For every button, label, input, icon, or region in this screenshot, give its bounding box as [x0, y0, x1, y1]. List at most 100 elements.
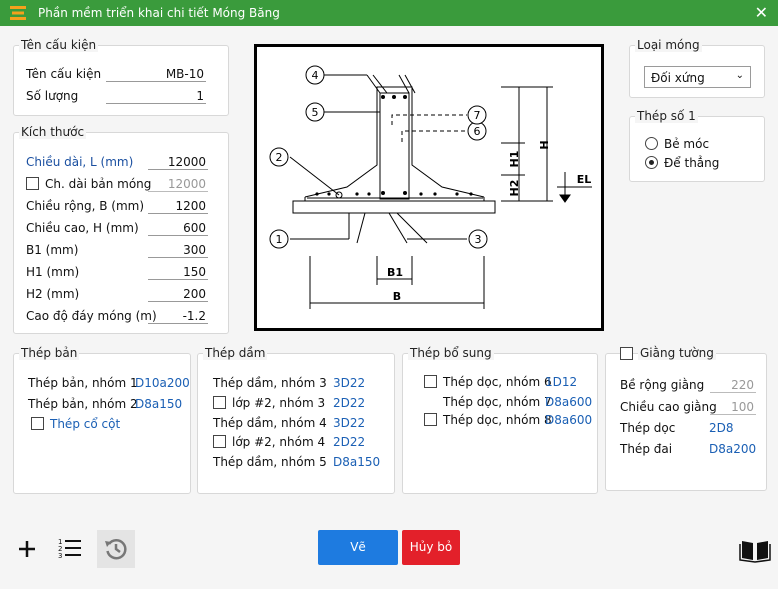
- callout-2: 2: [276, 151, 283, 164]
- h2-field[interactable]: 200: [148, 286, 208, 302]
- group-legend: Thép số 1: [635, 109, 698, 123]
- callout-3: 3: [475, 233, 482, 246]
- height-field[interactable]: 600: [148, 220, 208, 236]
- h1-label: H1 (mm): [26, 265, 80, 279]
- thep-co-cot-link[interactable]: Thép cổ cột: [50, 417, 121, 431]
- dim-h-label: H: [538, 140, 551, 149]
- thep-dam-4-value[interactable]: 3D22: [333, 416, 366, 430]
- height-label: Chiều cao, H (mm): [26, 221, 139, 235]
- close-icon[interactable]: ✕: [754, 3, 768, 22]
- group-legend: Thép bản: [19, 346, 80, 360]
- slab-length-checkbox[interactable]: [26, 177, 39, 190]
- lop2-nhom4-checkbox[interactable]: [213, 435, 226, 448]
- group-legend: Loại móng: [635, 38, 702, 52]
- width-label: Chiều rộng, B (mm): [26, 199, 145, 213]
- lop2-nhom3-label: lớp #2, nhóm 3: [232, 396, 326, 410]
- window-title: Phần mềm triển khai chi tiết Móng Băng: [38, 6, 280, 20]
- group-legend: Tên cấu kiện: [19, 38, 99, 52]
- svg-text:3: 3: [58, 552, 62, 560]
- callout-6: 6: [474, 125, 481, 138]
- slab-length-field: 12000: [148, 176, 208, 192]
- thep-ban-2-label: Thép bản, nhóm 2: [28, 397, 138, 411]
- thep-ban-2-value[interactable]: D8a150: [135, 397, 183, 411]
- dim-b1-label: B1: [387, 266, 403, 279]
- b1-field[interactable]: 300: [148, 242, 208, 258]
- thep-dam-3-value[interactable]: 3D22: [333, 376, 366, 390]
- group-thep-ban: Thép bản Thép bản, nhóm 1 D10a200 Thép b…: [13, 346, 191, 494]
- callout-1: 1: [276, 233, 283, 246]
- dim-h1-label: H1: [508, 151, 521, 168]
- group-kich-thuoc: Kích thước Chiều dài, L (mm) 12000 Ch. d…: [13, 125, 229, 334]
- bottom-level-label: Cao độ đáy móng (m): [26, 309, 157, 323]
- thep-dam-5-value[interactable]: D8a150: [333, 455, 381, 469]
- lop2-nhom4-value[interactable]: 2D22: [333, 435, 366, 449]
- length-field[interactable]: 12000: [148, 154, 208, 170]
- foundation-type-select[interactable]: Đối xứng ⌄: [644, 66, 751, 88]
- lop2-nhom3-value[interactable]: 2D22: [333, 396, 366, 410]
- thep-doc-6-label: Thép dọc, nhóm 6: [443, 375, 552, 389]
- giang-width-label: Bề rộng giằng: [620, 378, 705, 392]
- thep-co-cot-checkbox[interactable]: [31, 417, 44, 430]
- thep-doc-7-label: Thép dọc, nhóm 7: [443, 395, 552, 409]
- giang-dai-value[interactable]: D8a200: [709, 442, 757, 456]
- svg-text:1: 1: [58, 538, 62, 546]
- radio-de-thang[interactable]: [645, 156, 658, 169]
- lop2-nhom4-label: lớp #2, nhóm 4: [232, 435, 326, 449]
- book-icon[interactable]: [736, 530, 774, 568]
- giang-width-field: 220: [710, 377, 756, 393]
- history-icon[interactable]: [97, 530, 135, 568]
- h2-label: H2 (mm): [26, 287, 80, 301]
- dim-b-label: B: [393, 290, 401, 303]
- giang-height-field: 100: [710, 399, 756, 415]
- thep-dam-3-label: Thép dầm, nhóm 3: [213, 376, 327, 390]
- slab-length-label: Ch. dài bản móng: [45, 177, 152, 191]
- dim-h2-label: H2: [508, 180, 521, 197]
- group-thep-so-1: Thép số 1 Bẻ móc Để thẳng: [629, 109, 765, 182]
- group-thep-bo-sung: Thép bổ sung Thép dọc, nhóm 6 1D12 Thép …: [402, 346, 598, 494]
- thep-doc-6-checkbox[interactable]: [424, 375, 437, 388]
- thep-doc-7-value[interactable]: D8a600: [545, 395, 593, 409]
- group-giang-tuong: Giằng tường Bề rộng giằng 220 Chiều cao …: [605, 346, 767, 491]
- foundation-diagram: 1 2 3 4 5 6 7 B1 B H H1 H2 EL: [254, 44, 604, 331]
- giang-doc-value[interactable]: 2D8: [709, 421, 734, 435]
- thep-dam-4-label: Thép dầm, nhóm 4: [213, 416, 327, 430]
- thep-doc-8-value[interactable]: D8a600: [545, 413, 593, 427]
- group-ten-cau-kien: Tên cấu kiện Tên cấu kiện MB-10 Số lượng…: [13, 38, 229, 116]
- callout-5: 5: [312, 106, 319, 119]
- cancel-button[interactable]: Hủy bỏ: [402, 530, 460, 565]
- title-bar: Phần mềm triển khai chi tiết Móng Băng ✕: [0, 0, 778, 26]
- giang-height-label: Chiều cao giằng: [620, 400, 717, 414]
- svg-text:2: 2: [58, 545, 62, 553]
- giang-doc-label: Thép dọc: [620, 421, 676, 435]
- thep-doc-8-checkbox[interactable]: [424, 413, 437, 426]
- thep-dam-5-label: Thép dầm, nhóm 5: [213, 455, 327, 469]
- giang-tuong-checkbox[interactable]: [620, 347, 633, 360]
- giang-dai-label: Thép đai: [620, 442, 673, 456]
- thep-doc-8-label: Thép dọc, nhóm 8: [443, 413, 552, 427]
- qty-label: Số lượng: [26, 89, 79, 103]
- app-icon: [10, 6, 26, 20]
- group-loai-mong: Loại móng Đối xứng ⌄: [629, 38, 765, 98]
- qty-field[interactable]: 1: [106, 88, 206, 104]
- foundation-type-value: Đối xứng: [651, 71, 705, 85]
- thep-ban-1-label: Thép bản, nhóm 1: [28, 376, 138, 390]
- group-thep-dam: Thép dầm Thép dầm, nhóm 3 3D22 lớp #2, n…: [197, 346, 395, 494]
- group-legend: Kích thước: [19, 125, 87, 139]
- callout-4: 4: [312, 69, 319, 82]
- lop2-nhom3-checkbox[interactable]: [213, 396, 226, 409]
- b1-label: B1 (mm): [26, 243, 79, 257]
- name-field[interactable]: MB-10: [106, 66, 206, 82]
- radio-be-moc-label: Bẻ móc: [664, 137, 710, 151]
- bottom-level-field[interactable]: -1.2: [148, 308, 208, 324]
- radio-be-moc[interactable]: [645, 137, 658, 150]
- group-legend: Thép dầm: [203, 346, 268, 360]
- group-legend: Thép bổ sung: [408, 346, 494, 360]
- thep-ban-1-value[interactable]: D10a200: [135, 376, 190, 390]
- radio-de-thang-label: Để thẳng: [664, 156, 720, 170]
- thep-doc-6-value[interactable]: 1D12: [545, 375, 578, 389]
- draw-button[interactable]: Vẽ: [318, 530, 398, 565]
- plus-icon[interactable]: [8, 530, 46, 568]
- h1-field[interactable]: 150: [148, 264, 208, 280]
- width-field[interactable]: 1200: [148, 198, 208, 214]
